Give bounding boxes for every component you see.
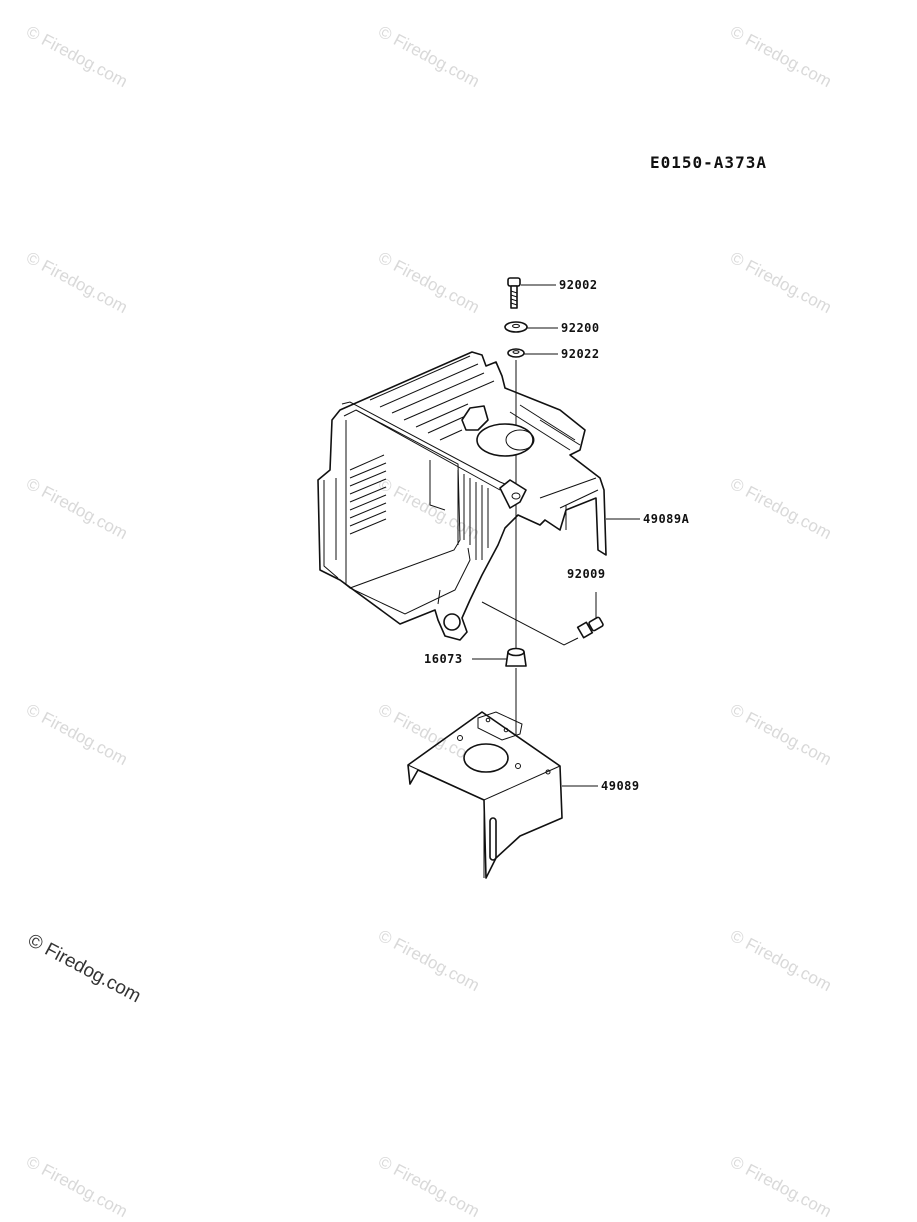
washer-92200-drawing — [504, 321, 528, 333]
collar-16073-drawing — [505, 647, 527, 667]
bracket-49089-drawing — [407, 711, 563, 879]
part-label-49089: 49089 — [601, 779, 640, 793]
diagram-code: E0150-A373A — [650, 153, 767, 172]
part-label-92002: 92002 — [559, 278, 598, 292]
leader-lines — [472, 284, 640, 787]
screw-92009-drawing — [481, 592, 604, 646]
washer-92022-drawing — [507, 348, 525, 358]
cylinder-shroud-49089a-drawing — [317, 351, 607, 641]
part-label-92009: 92009 — [567, 567, 606, 581]
part-label-49089a: 49089A — [643, 512, 690, 526]
part-label-92022: 92022 — [561, 347, 600, 361]
bolt-92002-drawing — [507, 277, 521, 309]
part-label-16073: 16073 — [424, 652, 463, 666]
part-label-92200: 92200 — [561, 321, 600, 335]
